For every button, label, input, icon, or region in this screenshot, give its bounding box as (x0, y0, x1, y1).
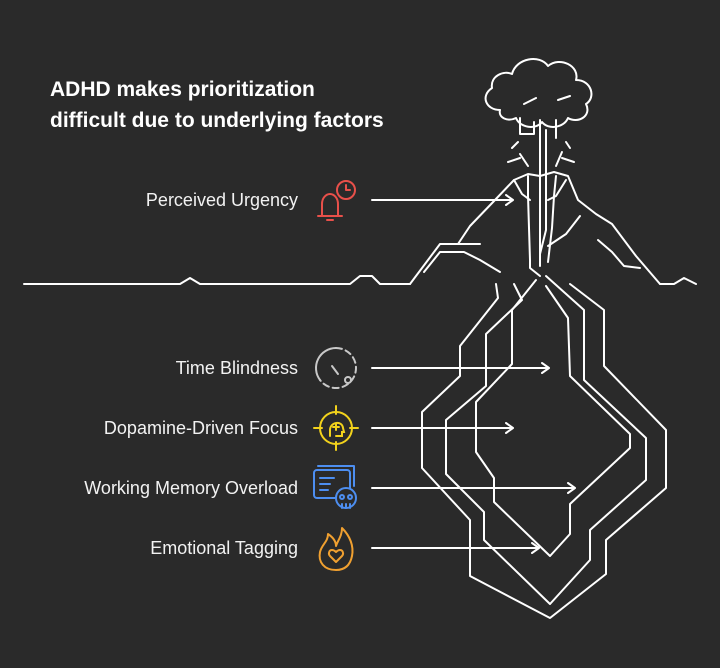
arrow-emotional-tagging (372, 543, 539, 553)
arrow-working-memory-overload (372, 483, 575, 493)
dashed-clock-icon (312, 344, 360, 392)
conduit-left (528, 176, 540, 276)
ground-line (24, 276, 696, 284)
volcano-outline (410, 172, 660, 284)
lava-spurt-left (508, 142, 528, 166)
lava-spurt-right (556, 142, 574, 166)
conduit-right (548, 176, 556, 262)
screen-skull-icon (312, 464, 360, 512)
smoke-cloud (486, 59, 592, 127)
alarm-bell-clock-icon (312, 176, 360, 224)
flame-heart-icon (312, 524, 360, 572)
arrow-dopamine-driven-focus (372, 423, 513, 433)
target-head-icon (312, 404, 360, 452)
volcano-left-inner (424, 244, 500, 272)
iceberg-outer (422, 284, 666, 618)
